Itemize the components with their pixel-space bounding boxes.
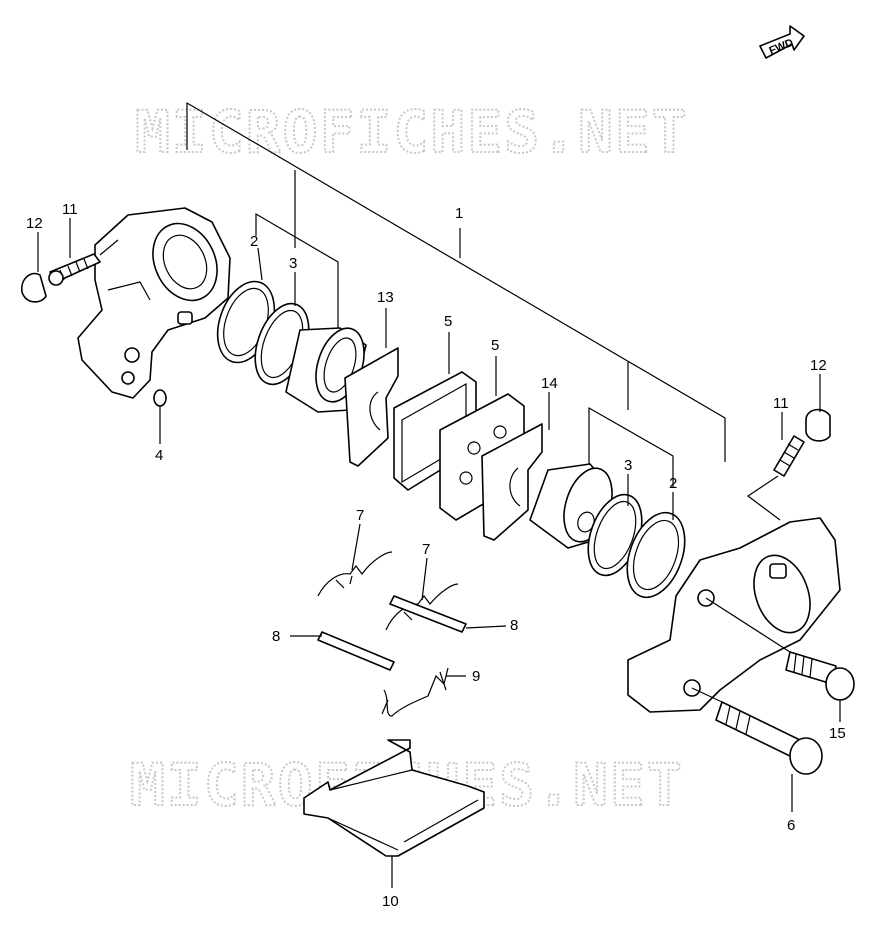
- callout-1: 1: [455, 205, 463, 222]
- mounting-bolt-lower: [691, 687, 823, 775]
- callout-8-right: 8: [510, 617, 518, 634]
- caliper-assembly-bracket: [186, 101, 726, 462]
- pad-pin-left: [317, 631, 395, 671]
- callout-5-right: 5: [491, 337, 499, 354]
- callout-11-right: 11: [773, 395, 789, 412]
- callout-4: 4: [155, 447, 163, 464]
- callout-13: 13: [377, 289, 394, 306]
- callout-7-right: 7: [422, 541, 430, 558]
- callout-8-left: 8: [272, 628, 280, 645]
- callout-2-right: 2: [669, 475, 677, 492]
- leader-lines: [37, 218, 841, 888]
- callout-6: 6: [787, 817, 795, 834]
- callout-15: 15: [829, 725, 846, 742]
- callout-labels: 1 2 2 3 3 4 5 5 6 7 7 8 8 9 10 11 11 12 …: [26, 201, 846, 910]
- fwd-label: FWD: [767, 37, 795, 58]
- pad-shim-right: [481, 423, 543, 541]
- mounting-bolt-upper: [705, 597, 855, 701]
- pad-spring-right: [385, 583, 459, 631]
- bleeder-cap-left: [21, 272, 47, 303]
- callout-10: 10: [382, 893, 399, 910]
- pad-shim-left: [344, 347, 399, 467]
- callout-3-left: 3: [289, 255, 297, 272]
- bleeder-screw-right: [746, 435, 805, 521]
- pad-cover: [303, 739, 485, 857]
- bleeder-screw-left: [48, 253, 101, 286]
- watermark-top: MICROFICHES.NET: [135, 98, 689, 166]
- caliper-half-left: [77, 207, 231, 399]
- callout-14: 14: [541, 375, 558, 392]
- pin-clip: [381, 667, 449, 717]
- bleeder-cap-right: [805, 408, 831, 442]
- washer: [153, 389, 167, 407]
- pad-spring-left: [317, 551, 393, 597]
- callout-11-left: 11: [62, 201, 78, 218]
- caliper-half-right: [627, 517, 841, 713]
- fwd-arrow-icon: FWD: [759, 25, 805, 59]
- callout-2-left: 2: [250, 233, 258, 250]
- callout-9: 9: [472, 668, 480, 685]
- callout-7-left: 7: [356, 507, 364, 524]
- callout-5-left: 5: [444, 313, 452, 330]
- seal-subbracket-left: [255, 212, 339, 338]
- seal-subbracket-right: [588, 406, 674, 488]
- callout-12-left: 12: [26, 215, 43, 232]
- piston-seal-right: [626, 511, 686, 599]
- pad-pin-right: [389, 595, 467, 633]
- callout-3-right: 3: [624, 457, 632, 474]
- callout-12-right: 12: [810, 357, 827, 374]
